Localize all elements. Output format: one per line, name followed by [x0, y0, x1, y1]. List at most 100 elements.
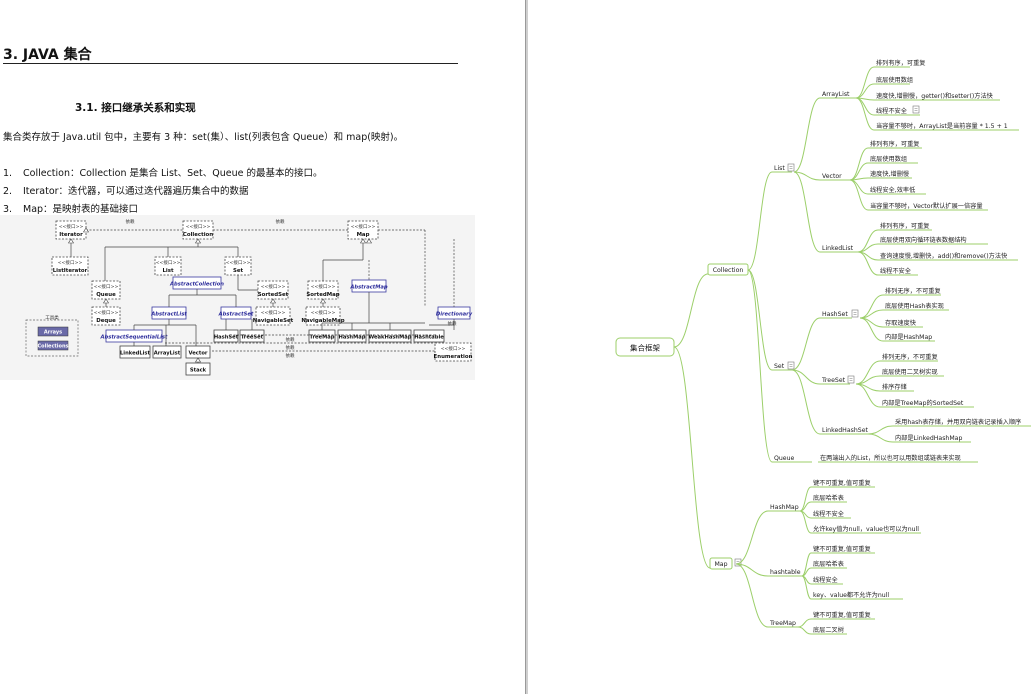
uml-box: [255, 306, 291, 326]
note-icon: [851, 309, 859, 318]
mindmap-leaf: 线程不安全: [813, 510, 845, 518]
mindmap-leaf: 底层哈希表: [813, 560, 844, 568]
uml-stereotype: <<接口>>: [311, 309, 336, 316]
uml-interface-label: List: [162, 268, 173, 274]
mindmap-connector: [793, 171, 821, 181]
uml-arrowhead: [194, 238, 202, 244]
mindmap-leaf: 键不可重复,值可重复: [813, 479, 871, 487]
mindmap-connector: [857, 251, 879, 276]
mindmap-connector: [855, 383, 881, 408]
mindmap-connector: [791, 369, 821, 385]
uml-abstract-label: AbstractList: [150, 312, 187, 318]
mindmap-leaf: 速度快,增删慢: [870, 170, 909, 178]
mindmap-leaf: 底层使用双向循环链表数据结构: [880, 236, 967, 244]
uml-stereotype: <<接口>>: [226, 259, 251, 266]
uml-arrowhead: [102, 298, 110, 304]
mindmap-leaf: 当容量不够时，Vector默认扩展一倍容量: [870, 202, 983, 210]
section-heading: 3. JAVA 集合: [3, 47, 92, 63]
uml-class-label: Stack: [190, 368, 207, 374]
uml-abstract-label: AbstractMap: [349, 285, 388, 291]
mindmap-connector: [867, 433, 894, 443]
uml-box: [152, 345, 182, 359]
mindmap-leaf: 键不可重复,值可重复: [813, 545, 871, 553]
uml-arrowhead: [359, 238, 367, 244]
uml-box: [434, 342, 472, 362]
mindmap-connector: [747, 171, 773, 271]
mindmap-collection-label: Collection: [713, 267, 744, 274]
mindmap-leaf: 底层使用数组: [870, 155, 907, 163]
mindmap-map-box: [709, 557, 733, 570]
uml-arrowhead: [365, 238, 373, 244]
mindmap-connector: [797, 618, 812, 628]
mindmap-linkedhashset-node: LinkedHashSet: [822, 427, 869, 434]
mindmap-connector: [793, 171, 821, 253]
uml-box: [119, 345, 151, 359]
mindmap-connector: [849, 179, 869, 195]
uml-depends-label: 依赖: [126, 218, 135, 225]
page-gutter: [525, 0, 529, 694]
uml-class-label: LinkedList: [120, 351, 150, 357]
uml-stereotype: <<接口>>: [311, 283, 336, 290]
mindmap-list-node: List: [774, 165, 785, 172]
uml-stereotype: <<接口>>: [186, 223, 211, 230]
mindmap-leaf: 底层使用二叉树实现: [882, 368, 938, 376]
mindmap-hashtable-node: hashtable: [770, 569, 801, 576]
mindmap-queue-note: 在两端出入的List，所以也可以用数组或链表来实现: [820, 454, 961, 462]
uml-tool-box: [37, 340, 69, 351]
mindmap-connector: [857, 229, 879, 253]
uml-arrowhead: [82, 227, 90, 233]
left-page: 3. JAVA 集合 3.1. 接口继承关系和实现 集合类存放于 Java.ut…: [0, 47, 475, 380]
uml-arrowhead: [269, 298, 277, 304]
uml-class-label: HashMap: [339, 335, 366, 341]
mindmap-root-label: 集合框架: [630, 343, 660, 353]
uml-stereotype: <<接口>>: [94, 309, 119, 316]
mindmap-leaf: 排列有序，可重复: [870, 140, 920, 148]
mindmap-queue-node: Queue: [774, 455, 795, 462]
uml-abstract-label: AbstractSet: [218, 312, 254, 318]
uml-arrowhead: [319, 298, 327, 304]
mindmap-connector: [801, 575, 812, 600]
mindmap-leaf: 排序存储: [882, 383, 907, 391]
uml-abstract-label: Directionary: [436, 312, 473, 318]
mindmap-leaf: 底层使用Hash表实现: [885, 302, 944, 310]
mindmap-linkedlist-node: LinkedList: [822, 245, 854, 252]
mindmap-leaf: 排列无序，不可重复: [882, 353, 938, 361]
mindmap-leaf: 当容量不够时，ArrayList是当前容量 * 1.5 + 1: [876, 122, 1008, 130]
uml-class-label: WeakHashMap: [368, 335, 411, 341]
mindmap-connector: [673, 273, 709, 348]
uml-class-label: HashSet: [214, 335, 239, 341]
uml-box: [154, 256, 182, 276]
mindmap-connector: [791, 317, 821, 371]
uml-abstract-label: AbstractCollection: [169, 282, 224, 288]
uml-depends-label: 依赖: [286, 344, 295, 351]
uml-interface-label: Set: [233, 268, 244, 274]
mindmap-connector: [791, 369, 821, 435]
mindmap-leaf: 允许key值为null，value也可以为null: [813, 525, 919, 533]
uml-depends-label: 依赖: [448, 320, 457, 327]
uml-arrowhead: [194, 357, 202, 363]
mindmap-connector: [735, 563, 769, 628]
mindmap-connector: [859, 317, 884, 342]
uml-depends-label: 依赖: [286, 352, 295, 359]
uml-toolbox-frame: [25, 319, 79, 357]
uml-interface-label: NavigableSet: [253, 318, 294, 324]
mindmap-vector-node: Vector: [822, 173, 842, 180]
subsection-heading: 3.1. 接口继承关系和实现: [75, 102, 196, 114]
uml-box: [51, 256, 89, 276]
mindmap-hashmap-node: HashMap: [770, 504, 799, 511]
mindmap-leaf: 存取速度快: [885, 319, 917, 327]
list-item: 1.Collection：Collection 是集合 List、Set、Que…: [3, 168, 323, 179]
mindmap-leaf: 速度快,增删慢，getter()和setter()方法快: [876, 92, 994, 100]
uml-class-label: Hashtable: [414, 335, 444, 341]
uml-interface-label: Enumeration: [434, 354, 473, 360]
uml-interface-label: Deque: [96, 318, 116, 324]
mindmap-leaf: 内部是LinkedHashMap: [895, 434, 962, 442]
mindmap-connector: [867, 425, 894, 435]
mindmap-connector: [855, 83, 875, 99]
uml-interface-label: Queue: [96, 292, 116, 298]
uml-class-label: ArrayList: [154, 351, 181, 357]
mindmap-connector: [855, 66, 875, 99]
uml-interface-label: NavigableMap: [301, 318, 344, 324]
mindmap-leaf: 线程不安全: [876, 107, 908, 115]
